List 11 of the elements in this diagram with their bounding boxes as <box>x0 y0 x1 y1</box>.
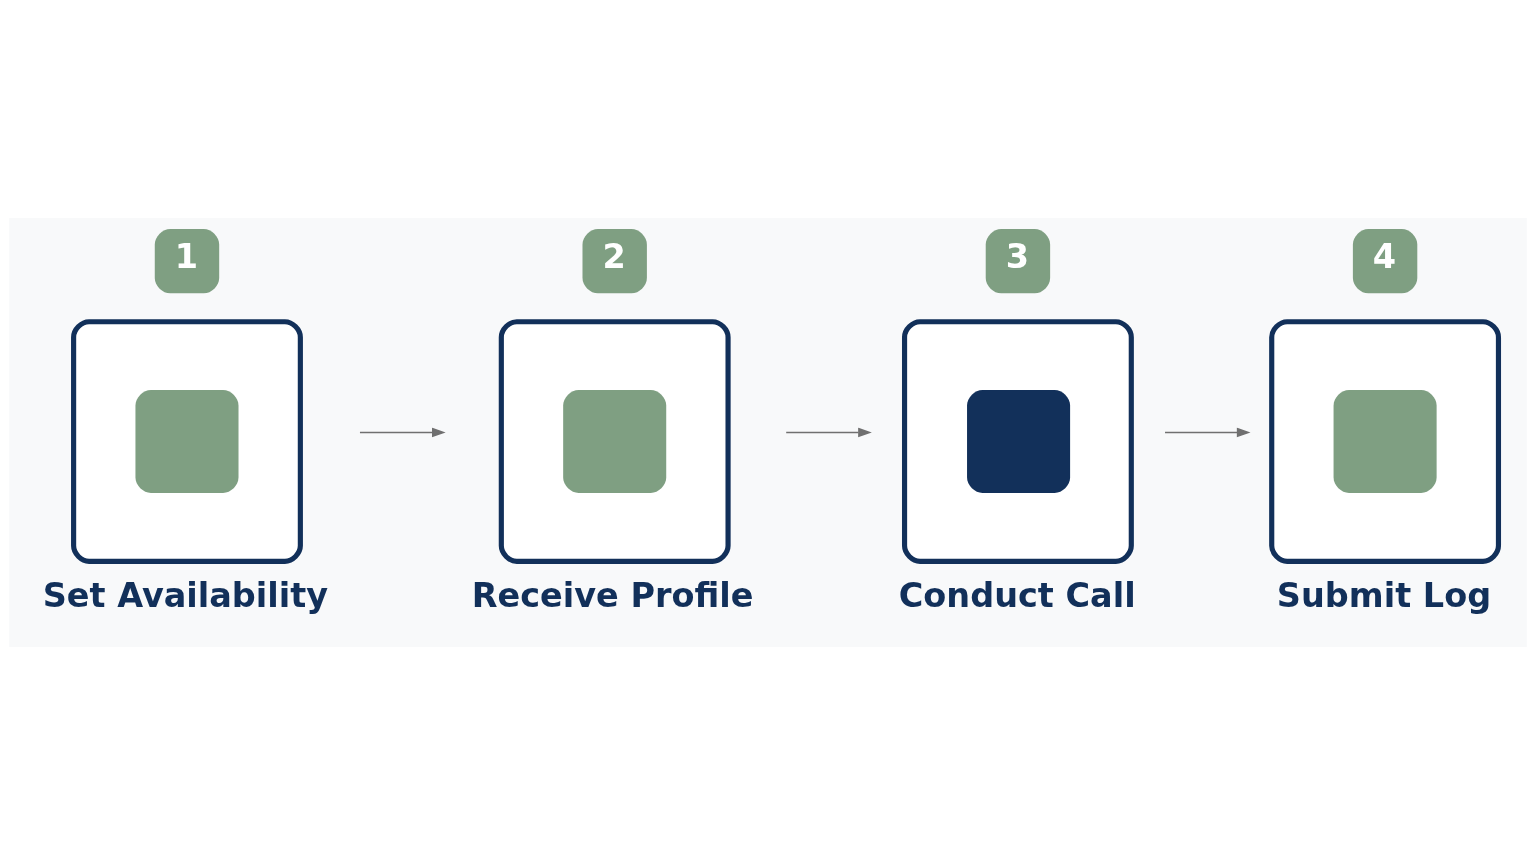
node-label: Receive Profile <box>471 575 754 615</box>
node-label: Submit Log <box>1276 575 1492 615</box>
node-label: 4 <box>1372 236 1397 276</box>
arrow <box>359 427 446 437</box>
node-label: Conduct Call <box>898 575 1136 615</box>
node-label: Set Availability <box>42 575 329 615</box>
arrow <box>1164 427 1251 437</box>
node-label: 3 <box>1005 236 1029 276</box>
node-label: 1 <box>174 236 199 276</box>
node-label: 2 <box>602 236 626 276</box>
arrow <box>785 427 872 437</box>
